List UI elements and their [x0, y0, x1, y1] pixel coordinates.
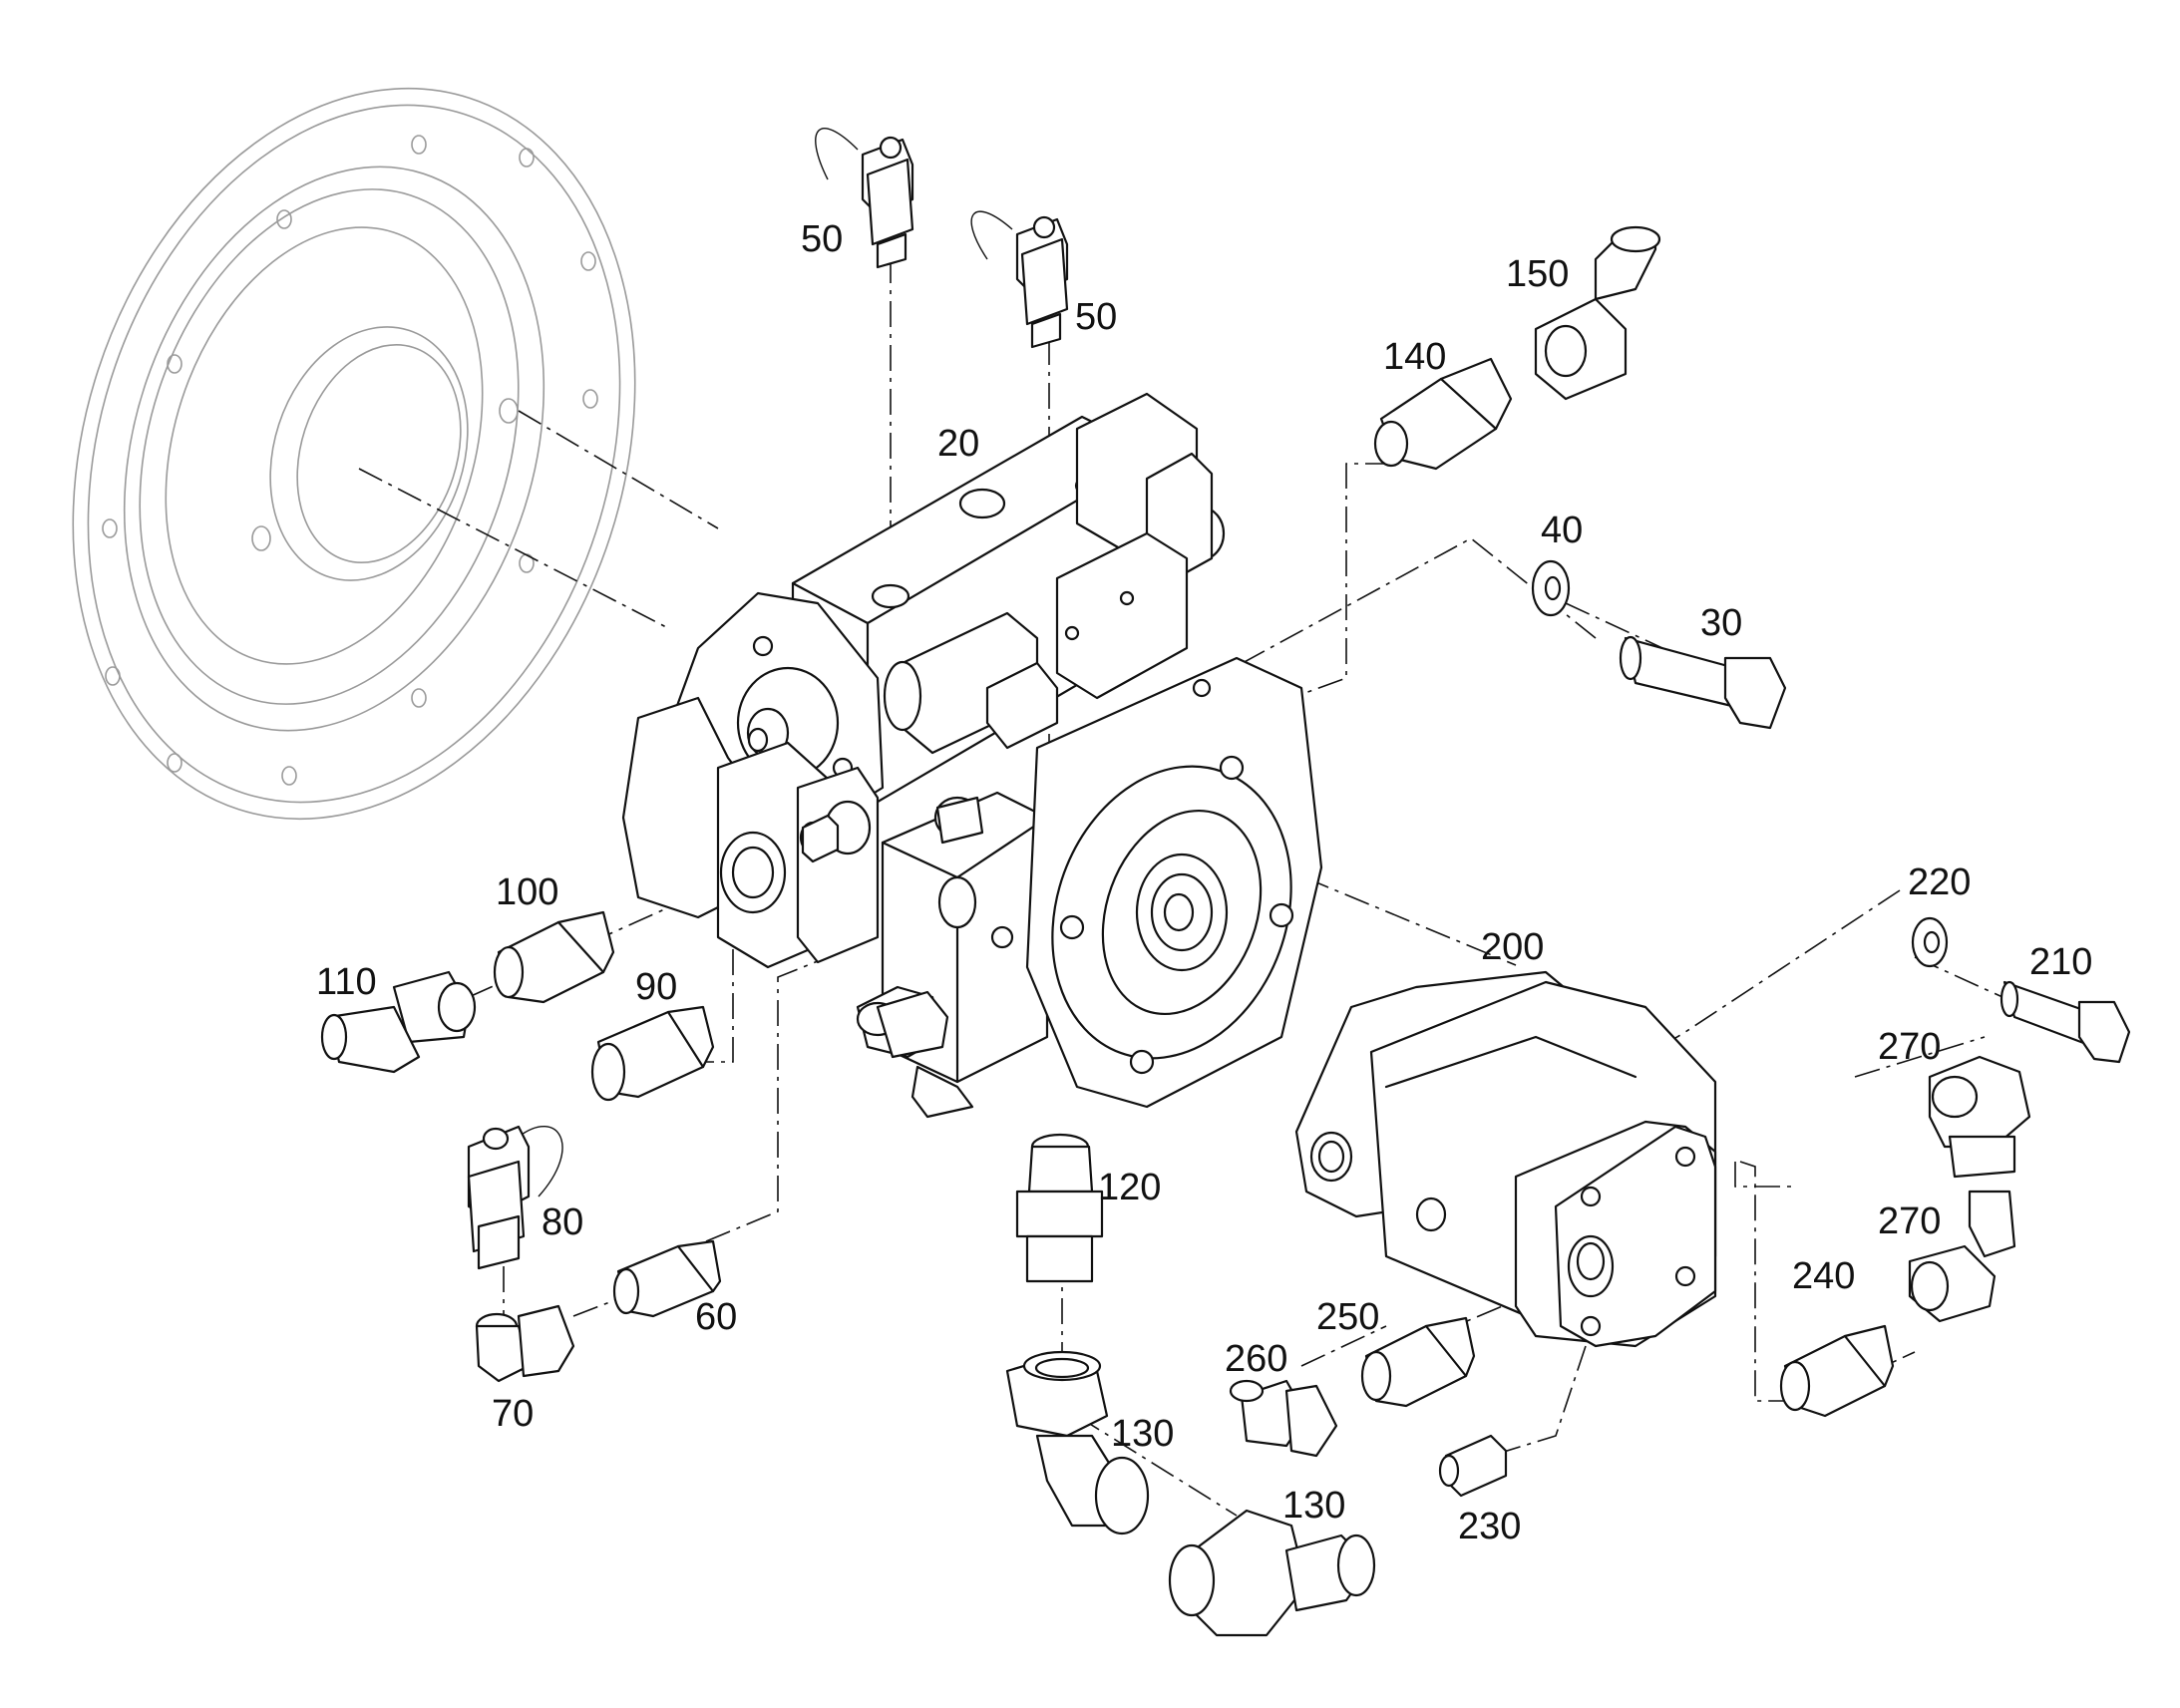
label-50b: 50 [1075, 296, 1117, 338]
fitting-100 [493, 910, 615, 1004]
bolt-210 [1999, 980, 2131, 1064]
part-labels: 20 30 40 50 50 60 70 80 90 100 110 120 1… [316, 218, 2092, 1547]
label-260: 260 [1225, 1338, 1287, 1380]
test-coupling-50a [815, 128, 914, 269]
washer-40 [1531, 559, 1571, 617]
fitting-60 [612, 1239, 722, 1318]
label-90: 90 [635, 966, 677, 1008]
label-20: 20 [937, 423, 979, 465]
gear-pump-assembly [1294, 970, 1717, 1348]
elbow-260 [1229, 1379, 1338, 1458]
label-130b: 130 [1282, 1485, 1345, 1527]
label-40: 40 [1541, 510, 1583, 551]
elbow-70 [475, 1304, 575, 1383]
fitting-120 [1015, 1133, 1104, 1283]
test-coupling-80 [467, 1125, 563, 1270]
test-coupling-50b [970, 210, 1069, 349]
elbow-130a [1005, 1350, 1150, 1536]
flange-plate [72, 87, 636, 821]
flange-bolt-holes [102, 135, 598, 786]
label-110: 110 [316, 961, 377, 1003]
label-130a: 130 [1111, 1413, 1174, 1455]
fitting-90 [590, 1005, 715, 1102]
label-270a: 270 [1878, 1026, 1941, 1068]
label-140: 140 [1383, 336, 1446, 378]
fitting-250 [1360, 1316, 1476, 1408]
label-50a: 50 [801, 218, 843, 260]
label-150: 150 [1506, 253, 1569, 295]
elbow-150 [1534, 225, 1661, 401]
elbow-270a [1928, 1055, 2031, 1179]
elbow-270b [1908, 1190, 2016, 1323]
label-70: 70 [492, 1393, 534, 1435]
fitting-140 [1373, 357, 1513, 471]
label-80: 80 [542, 1201, 583, 1243]
label-250: 250 [1316, 1296, 1379, 1338]
label-120: 120 [1098, 1167, 1161, 1208]
label-30: 30 [1700, 602, 1742, 644]
washer-220 [1911, 916, 1949, 968]
label-210: 210 [2029, 941, 2092, 983]
plug-230 [1438, 1434, 1508, 1498]
fitting-240 [1779, 1324, 1895, 1418]
elbow-130b [1168, 1509, 1376, 1637]
label-230: 230 [1458, 1506, 1521, 1547]
label-60: 60 [695, 1296, 737, 1338]
label-200: 200 [1481, 926, 1544, 968]
label-100: 100 [496, 871, 558, 913]
main-pump-assembly [621, 392, 1323, 1119]
label-240: 240 [1792, 1255, 1855, 1297]
label-270b: 270 [1878, 1200, 1941, 1242]
elbow-110 [320, 970, 477, 1074]
bolt-30 [1619, 635, 1787, 730]
label-220: 220 [1908, 861, 1971, 903]
